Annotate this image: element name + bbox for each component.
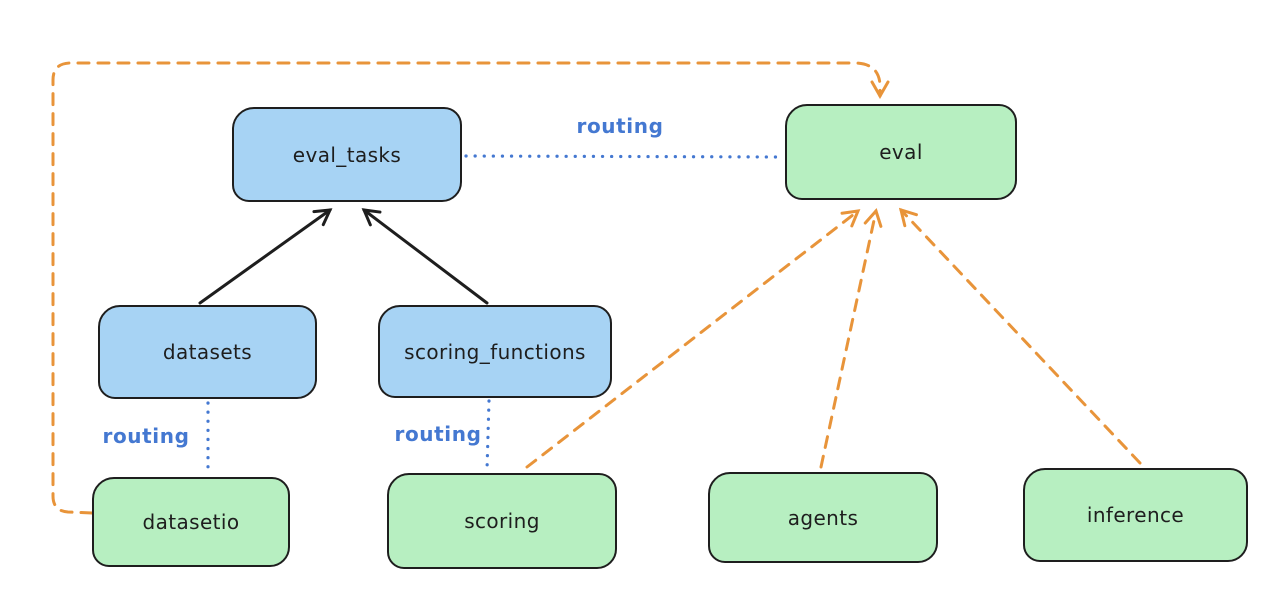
node-inference-label: inference bbox=[1086, 503, 1185, 527]
node-scoring-label: scoring bbox=[464, 509, 540, 533]
edge-agents-to-eval bbox=[819, 211, 876, 469]
node-inference: inference bbox=[1023, 468, 1248, 562]
edge-scoring_functions-to-scoring-routing bbox=[485, 399, 491, 472]
node-eval: eval bbox=[785, 104, 1017, 200]
node-datasets-label: datasets bbox=[162, 340, 253, 364]
node-eval-tasks: eval_tasks bbox=[232, 107, 462, 202]
edge-datasets-to-eval_tasks bbox=[198, 210, 330, 305]
node-scoring-functions: scoring_functions bbox=[378, 305, 612, 398]
node-scoring: scoring bbox=[387, 473, 617, 569]
edge-datasetio-to-eval-loop bbox=[51, 61, 880, 515]
edge-label-routing-eval: routing bbox=[576, 114, 664, 138]
edge-scoring_functions-to-eval_tasks bbox=[364, 210, 489, 305]
node-datasets: datasets bbox=[98, 305, 317, 399]
edge-label-routing-datasetio: routing bbox=[102, 424, 190, 448]
node-agents-label: agents bbox=[787, 505, 859, 530]
node-scoring-functions-label: scoring_functions bbox=[404, 339, 586, 364]
node-agents: agents bbox=[708, 472, 938, 563]
edge-eval_tasks-to-eval-routing bbox=[464, 154, 785, 159]
node-datasetio: datasetio bbox=[92, 477, 290, 567]
edge-scoring-to-eval bbox=[525, 211, 858, 469]
node-datasetio-label: datasetio bbox=[142, 510, 240, 534]
node-eval-label: eval bbox=[879, 140, 923, 164]
node-eval-tasks-label: eval_tasks bbox=[292, 142, 402, 167]
edge-label-routing-scoring: routing bbox=[394, 422, 482, 446]
edge-inference-to-eval bbox=[901, 210, 1142, 465]
